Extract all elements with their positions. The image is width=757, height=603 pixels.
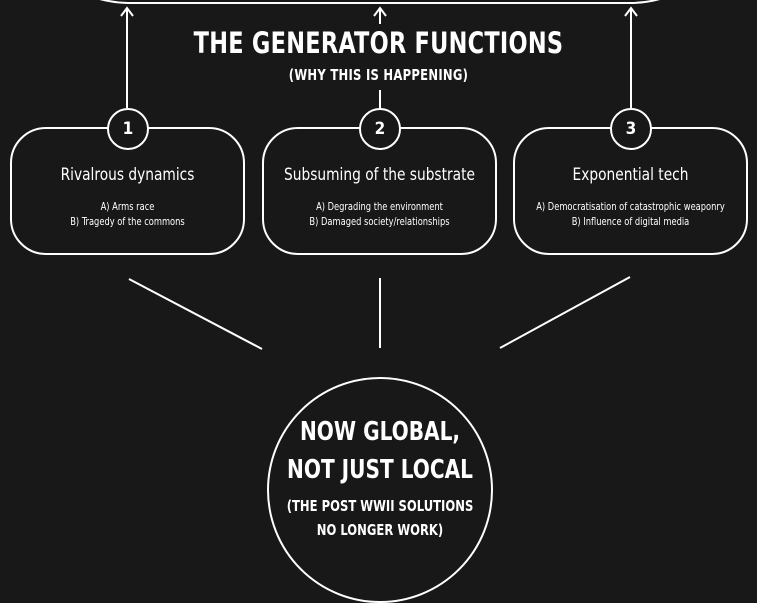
box-item: B) Damaged society/relationships bbox=[309, 216, 450, 228]
center-line-3: (THE POST WWII SOLUTIONS bbox=[286, 497, 474, 515]
box-title: Subsuming of the substrate bbox=[284, 165, 475, 185]
box-item: A) Democratisation of catastrophic weapo… bbox=[536, 201, 725, 213]
arrow-3-head bbox=[624, 6, 638, 17]
arrow-1-head bbox=[120, 6, 134, 17]
diagram-subtitle: (WHY THIS IS HAPPENING) bbox=[288, 66, 469, 84]
center-circle: NOW GLOBAL, NOT JUST LOCAL (THE POST WWI… bbox=[267, 377, 493, 603]
center-line-1: NOW GLOBAL, bbox=[299, 417, 461, 447]
box-item: A) Degrading the environment bbox=[316, 201, 443, 213]
box-item: B) Tragedy of the commons bbox=[70, 216, 185, 228]
box-title: Rivalrous dynamics bbox=[60, 165, 195, 185]
center-line-2: NOT JUST LOCAL bbox=[287, 455, 473, 485]
box-item: B) Influence of digital media bbox=[571, 216, 690, 228]
connector-right bbox=[499, 276, 631, 349]
top-box-edge bbox=[99, 0, 660, 4]
diagram-title: THE GENERATOR FUNCTIONS bbox=[193, 26, 564, 60]
center-line-4: NO LONGER WORK) bbox=[316, 521, 444, 539]
box-item: A) Arms race bbox=[100, 201, 155, 213]
number-badge-3: 3 bbox=[610, 108, 652, 150]
connector-left bbox=[128, 278, 263, 350]
number-badge-2: 2 bbox=[359, 108, 401, 150]
arrow-2-head bbox=[373, 6, 387, 17]
number-badge-1: 1 bbox=[107, 108, 149, 150]
box-title: Exponential tech bbox=[572, 165, 689, 185]
